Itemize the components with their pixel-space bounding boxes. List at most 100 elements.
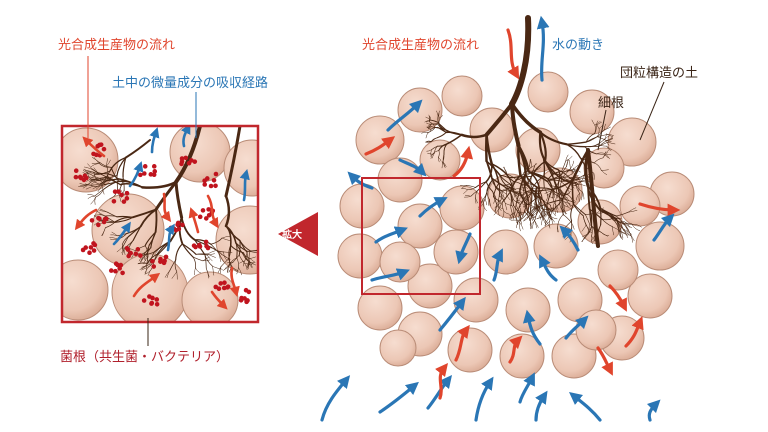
root-branch [516,219,521,229]
root-branch [571,148,590,182]
root-branch [242,253,251,259]
root-branch [431,145,438,151]
mycorrhiza-cluster [135,247,141,252]
mycorrhiza-cluster [147,294,152,299]
root-branch [109,157,127,172]
root-branch [510,204,515,214]
soil-aggregate-zoomed [62,259,109,321]
root-branch [106,159,111,167]
soil-aggregate [377,157,423,203]
mycorrhiza-cluster [113,268,118,274]
root-branch [604,126,611,130]
root-branch [585,214,591,225]
water-flow-arrow [539,254,558,282]
root-branch [615,211,629,217]
mycorrhiza-cluster [125,247,131,252]
water-flow-arrow [559,225,580,252]
soil-aggregate [453,277,499,323]
root-branch [581,225,587,232]
water-flow-arrow [564,315,589,340]
root-branch [116,157,127,177]
mycorrhiza-cluster [193,244,198,250]
zoom-arrow [278,212,318,256]
root-branch [109,237,118,240]
root-branch [519,211,525,223]
mycorrhiza-cluster [91,151,96,157]
root-branch [510,212,515,220]
root-branch [585,212,598,215]
root-branch [495,199,501,205]
root-branch [629,231,634,243]
water-flow-arrow [374,226,408,244]
root-branch [464,195,472,198]
mycorrhiza-cluster [222,280,227,286]
mycorrhiza-cluster [197,242,202,248]
root-branch [94,170,111,175]
root-branch [619,231,629,236]
mycorrhiza-cluster [73,168,79,174]
root-branch [533,163,537,171]
root-branch [239,240,251,252]
root-branch [590,233,596,242]
soil-aggregate-zoomed [215,205,258,275]
root-branch [461,185,468,189]
mycorrhiza-cluster [200,208,206,213]
root-branch [261,250,269,252]
soil-aggregate [407,263,453,309]
photosynthate-flow-arrow [608,284,627,312]
root-branch [538,194,541,201]
root-branch [607,141,616,145]
root-branch [464,194,472,197]
root-branch [623,229,631,236]
mycorrhiza-cluster [149,300,155,306]
root-branch [549,210,553,222]
root-branch [584,146,597,155]
photosynthate-flow-arrow [454,324,470,362]
root-branch [540,201,544,212]
mycorrhiza-cluster [120,270,125,276]
water-flow-arrow [239,168,250,202]
photosynthate-flow-arrow [435,362,448,400]
root-branch [542,210,553,217]
root-branch [549,220,551,229]
root-branch [631,223,642,228]
root-branch [529,219,536,226]
mycorrhiza-cluster [96,222,101,228]
root-branch [595,152,605,155]
water-flow-arrow [149,127,160,154]
photosynthate-flow-arrow [506,28,520,80]
root-branch [442,162,446,168]
water-flow-arrow [426,375,452,410]
root-branch [244,263,253,265]
root-branch [426,126,432,128]
root-branch [549,215,558,220]
photosynthate-flow-arrow [206,194,219,229]
root-branch [595,121,601,126]
root-branch [553,202,559,210]
root-branch [510,204,513,214]
root-branch [599,209,618,221]
root-branch [431,123,440,126]
mycorrhiza-cluster [203,216,209,221]
mycorrhiza-cluster [101,146,107,152]
root-branch [497,202,503,211]
water-flow-arrow [378,381,419,414]
root-branch [101,170,111,185]
root-branch [477,181,487,191]
root-branch [144,245,149,258]
root-branch [557,192,560,199]
root-branch [110,234,118,237]
root-branch [530,158,532,168]
root-branch [501,202,505,212]
root-branch [536,216,544,219]
mycorrhiza-cluster [89,218,95,223]
mycorrhiza-cluster [138,172,143,178]
root-branch [515,191,521,205]
mycorrhiza-cluster [211,177,217,183]
root-branch [204,254,207,269]
root-branch [518,212,526,214]
root-branch [571,168,576,175]
root-branch [546,180,556,193]
root-branch [242,253,249,262]
root-branch [141,265,151,271]
